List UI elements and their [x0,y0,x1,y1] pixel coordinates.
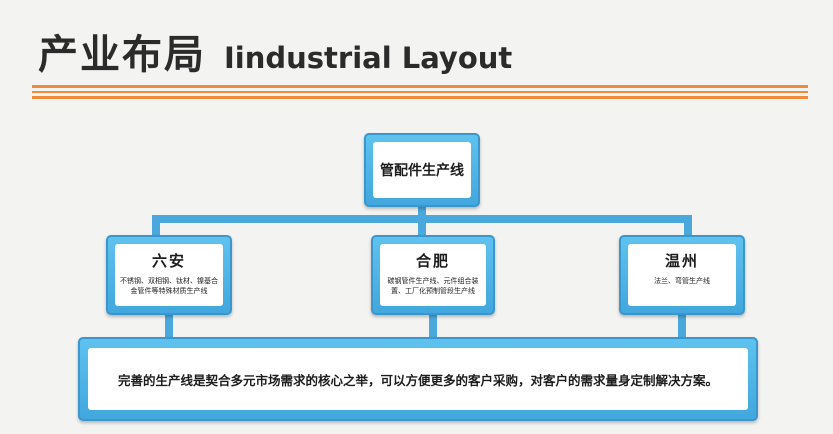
branch-node-luan: 六安 不锈钢、双相钢、钛材、镍基合金管件等特殊材质生产线 [106,235,232,315]
connector-luan [152,215,160,237]
summary-text: 完善的生产线是契合多元市场需求的核心之举，可以方便更多的客户采购，对客户的需求量… [117,372,718,388]
connector-luan-down [165,313,173,339]
branch-name: 温州 [664,252,699,270]
branch-name: 合肥 [415,252,450,270]
root-node: 管配件生产线 [364,133,480,207]
connector-hefei-down [429,313,437,339]
branch-description: 法兰、弯管生产线 [654,277,710,285]
branch-node-wenzhou: 温州 法兰、弯管生产线 [619,235,745,315]
header-divider-top [32,85,808,88]
page-title-en: Iindustrial Layout [224,41,513,75]
branch-name: 六安 [151,252,186,270]
branch-node-hefei: 合肥 碳钢管件生产线、元件组合装置、工厂化预制管段生产线 [371,235,495,315]
header-divider-bottom [32,96,808,99]
summary-banner: 完善的生产线是契合多元市场需求的核心之举，可以方便更多的客户采购，对客户的需求量… [78,337,758,421]
root-node-label: 管配件生产线 [380,163,464,179]
page-header: 产业布局 Iindustrial Layout [38,22,512,80]
header-divider-middle [32,91,808,93]
connector-wenzhou [684,215,692,237]
connector-hefei [418,215,426,237]
branch-description: 不锈钢、双相钢、钛材、镍基合金管件等特殊材质生产线 [120,277,218,295]
branch-description: 碳钢管件生产线、元件组合装置、工厂化预制管段生产线 [387,277,479,295]
page-title-cn: 产业布局 [38,32,206,78]
connector-wenzhou-down [678,313,686,339]
connector-root-down [418,207,426,222]
